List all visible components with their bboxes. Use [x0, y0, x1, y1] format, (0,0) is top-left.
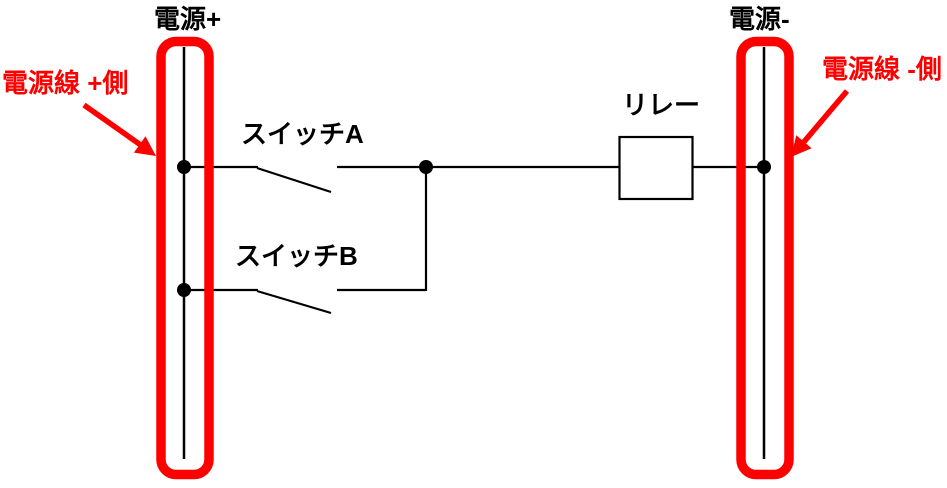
highlight-layer [82, 36, 850, 480]
label-switch-b: スイッチB [235, 241, 358, 271]
junction-dot-rail-plus-a [177, 160, 191, 174]
switch-b-blade [256, 289, 332, 315]
right-rail-highlight-box [736, 36, 794, 480]
callout-arrow-minus-head [791, 135, 812, 157]
circuit-wires-layer [177, 47, 771, 459]
junction-dot-rail-minus [757, 160, 771, 174]
switch-a-blade [256, 166, 332, 194]
junction-dot-rail-plus-b [177, 283, 191, 297]
callout-arrow-plus-head [133, 136, 156, 156]
callout-arrow-minus-line [801, 89, 850, 144]
left-rail-highlight-box [156, 36, 214, 480]
label-power-minus: 電源- [729, 4, 790, 34]
label-power-plus: 電源+ [154, 4, 222, 34]
relay-box [618, 135, 694, 201]
callout-label-power-line-minus: 電源線 -側 [822, 54, 942, 84]
junction-dot-parallel-merge [419, 160, 433, 174]
callout-arrow-plus-line [82, 102, 142, 147]
label-switch-a: スイッチA [241, 119, 364, 149]
label-relay: リレー [622, 90, 701, 120]
callout-label-power-line-plus: 電源線 +側 [2, 68, 129, 98]
